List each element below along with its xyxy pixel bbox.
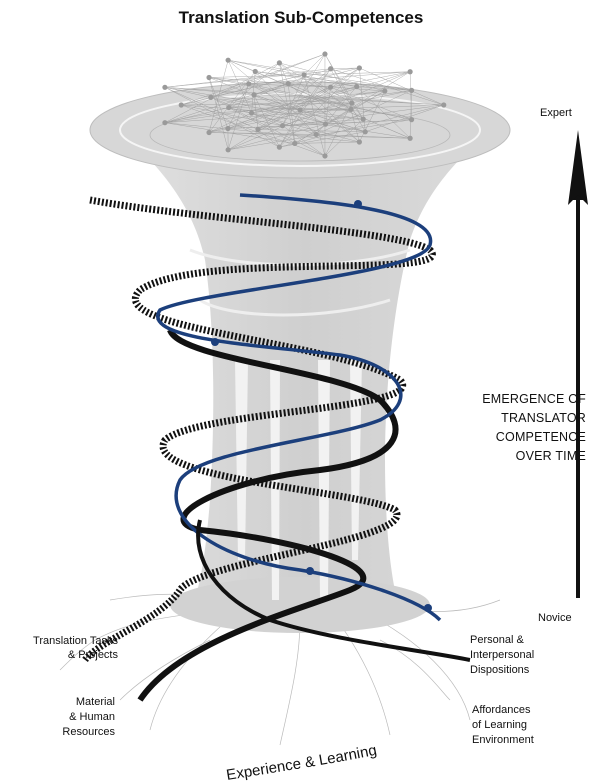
network-node (292, 141, 297, 146)
network-node (280, 123, 285, 128)
network-node (162, 85, 167, 90)
page-title: Translation Sub-Competences (0, 8, 602, 28)
label-line: Resources (10, 725, 115, 740)
network-node (322, 51, 327, 56)
experience-learning-caption: Experience & Learning (224, 742, 379, 784)
network-node (357, 65, 362, 70)
network-node (162, 120, 167, 125)
network-node (301, 72, 306, 77)
network-node (409, 88, 414, 93)
network-node (314, 132, 319, 137)
network-node (361, 117, 366, 122)
network-node (225, 126, 230, 131)
network-node (208, 95, 213, 100)
caption-line: COMPETENCE (440, 428, 586, 447)
network-node (277, 145, 282, 150)
expert-label: Expert (540, 106, 572, 120)
label-line: Personal & (470, 633, 600, 648)
personal-dispositions-label: Personal & Interpersonal Dispositions (470, 633, 600, 678)
material-resources-label: Material & Human Resources (10, 695, 115, 740)
caption-line: OVER TIME (440, 447, 586, 466)
network-node (179, 102, 184, 107)
network-node (354, 84, 359, 89)
network-node (441, 102, 446, 107)
network-node (226, 58, 231, 63)
network-node (286, 81, 291, 86)
network-node (249, 110, 254, 115)
network-node (363, 129, 368, 134)
label-line: Dispositions (470, 663, 600, 678)
network-node (226, 147, 231, 152)
network-node (382, 88, 387, 93)
caption-line: TRANSLATOR (440, 409, 586, 428)
label-line: & Human (10, 710, 115, 725)
emergence-caption: EMERGENCE OF TRANSLATOR COMPETENCE OVER … (440, 390, 586, 466)
network-node (322, 153, 327, 158)
network-node (323, 122, 328, 127)
network-node (349, 101, 354, 106)
network-node (206, 75, 211, 80)
label-line: Material (10, 695, 115, 710)
network-node (246, 81, 251, 86)
network-node (297, 107, 302, 112)
network-node (251, 92, 256, 97)
translation-tasks-label: Translation Tasks & Projects (8, 634, 118, 662)
network-node (408, 136, 413, 141)
network-node (409, 117, 414, 122)
network-node (253, 69, 258, 74)
label-line: of Learning (472, 718, 602, 733)
network-node (226, 105, 231, 110)
network-node (348, 107, 353, 112)
learning-affordances-label: Affordances of Learning Environment (472, 703, 602, 748)
network-node (328, 85, 333, 90)
label-line: Affordances (472, 703, 602, 718)
label-line: Translation Tasks (8, 634, 118, 648)
network-node (328, 66, 333, 71)
network-node (357, 139, 362, 144)
network-node (408, 69, 413, 74)
label-line: Environment (472, 733, 602, 748)
novice-label: Novice (538, 611, 572, 625)
label-line: Interpersonal (470, 648, 600, 663)
label-line: & Projects (8, 648, 118, 662)
competence-arrow (568, 130, 588, 598)
network-node (255, 127, 260, 132)
network-node (277, 60, 282, 65)
caption-line: EMERGENCE OF (440, 390, 586, 409)
network-node (206, 130, 211, 135)
competence-funnel (90, 82, 510, 633)
